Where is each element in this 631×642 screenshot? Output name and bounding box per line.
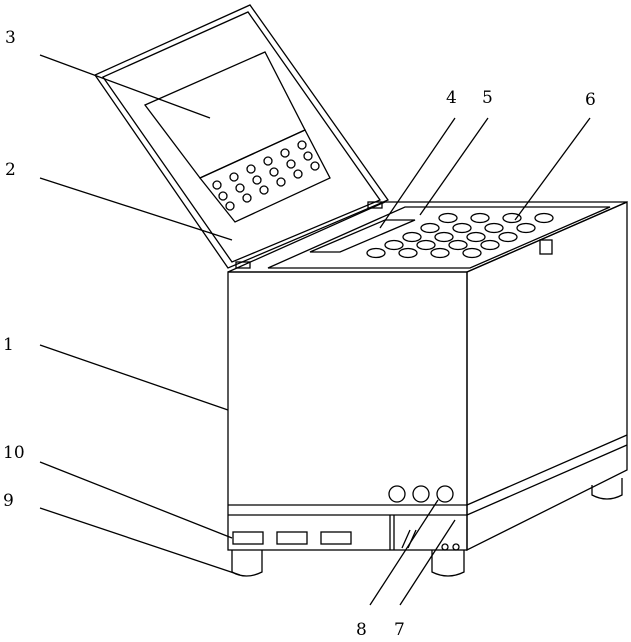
lid [95,5,388,268]
label-1: 1 [3,335,14,355]
label-8: 8 [356,620,367,640]
label-2: 2 [5,160,16,180]
label-6: 6 [585,90,596,110]
label-9: 9 [3,491,14,511]
keypad [200,130,330,222]
main-body [228,202,627,576]
front-face [228,272,467,550]
top-face [228,202,627,272]
label-3: 3 [5,28,16,48]
label-4: 4 [446,88,457,108]
label-5: 5 [482,88,493,108]
label-7: 7 [394,620,405,640]
foot [432,550,464,576]
foot [592,478,622,499]
label-10: 10 [3,443,25,463]
display-screen [145,52,305,178]
control-knobs [389,486,453,502]
leader-lines [40,55,590,605]
latch [540,240,552,254]
slot [310,220,415,252]
usb-ports [233,532,351,544]
keypad-buttons [213,141,319,210]
foot [232,550,262,576]
